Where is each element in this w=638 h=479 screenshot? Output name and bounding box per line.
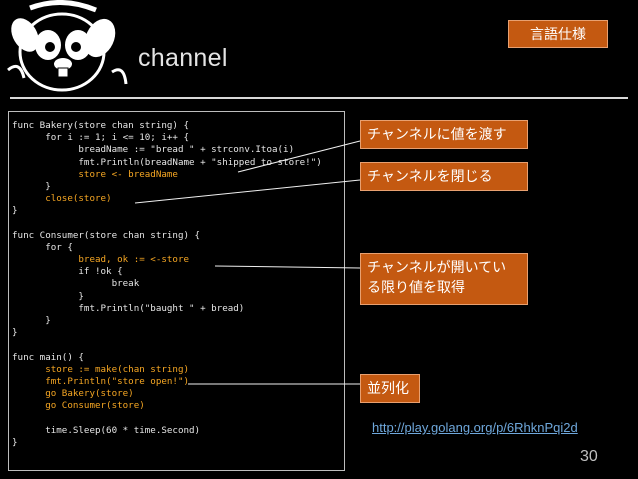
code-line: time.Sleep(60 * time.Second) bbox=[12, 424, 201, 436]
code-line: } bbox=[12, 436, 18, 448]
code-line bbox=[12, 218, 322, 230]
callout-receive-line1: チャンネルが開いてい bbox=[367, 259, 507, 275]
gopher-mascot-icon bbox=[7, 0, 128, 92]
code-block: func Bakery(store chan string) { for i :… bbox=[12, 120, 322, 449]
callout-send: チャンネルに値を渡す bbox=[360, 120, 528, 149]
code-panel bbox=[8, 111, 345, 471]
code-line: func Consumer(store chan string) { bbox=[12, 229, 201, 241]
playground-link[interactable]: http://play.golang.org/p/6RhknPqi2d bbox=[372, 420, 578, 435]
code-line: for { bbox=[12, 241, 73, 253]
code-line: if !ok { bbox=[12, 266, 123, 278]
code-line: go Consumer(store) bbox=[12, 400, 145, 412]
slide-title: channel bbox=[138, 44, 228, 72]
code-line: } bbox=[12, 327, 18, 339]
code-line: bread, ok := <-store bbox=[12, 254, 190, 266]
code-line: close(store) bbox=[12, 193, 112, 205]
code-line bbox=[12, 413, 322, 425]
language-spec-tag: 言語仕様 bbox=[508, 20, 608, 48]
code-line: } bbox=[12, 180, 51, 192]
code-line bbox=[12, 339, 322, 351]
callout-parallel: 並列化 bbox=[360, 374, 420, 403]
code-line: store := make(chan string) bbox=[12, 363, 190, 375]
code-line: } bbox=[12, 290, 84, 302]
code-line: fmt.Println("store open!") bbox=[12, 375, 190, 387]
code-line: store <- breadName bbox=[12, 168, 178, 180]
code-line: fmt.Println(breadName + "shipped to stor… bbox=[12, 156, 322, 168]
code-line: break bbox=[12, 278, 140, 290]
callout-receive-line2: る限り値を取得 bbox=[367, 279, 465, 295]
code-line: breadName := "bread " + strconv.Itoa(i) bbox=[12, 144, 295, 156]
code-line: for i := 1; i <= 10; i++ { bbox=[12, 132, 190, 144]
code-line: } bbox=[12, 205, 18, 217]
callout-receive: チャンネルが開いてい る限り値を取得 bbox=[360, 253, 528, 305]
callout-close: チャンネルを閉じる bbox=[360, 162, 528, 191]
code-line: } bbox=[12, 315, 51, 326]
page-number: 30 bbox=[580, 448, 598, 465]
code-line: func Bakery(store chan string) { bbox=[12, 120, 190, 131]
code-line: go Bakery(store) bbox=[12, 388, 134, 400]
code-line: fmt.Println("baught " + bread) bbox=[12, 302, 245, 314]
code-line: func main() { bbox=[12, 351, 84, 363]
title-divider bbox=[10, 97, 628, 99]
